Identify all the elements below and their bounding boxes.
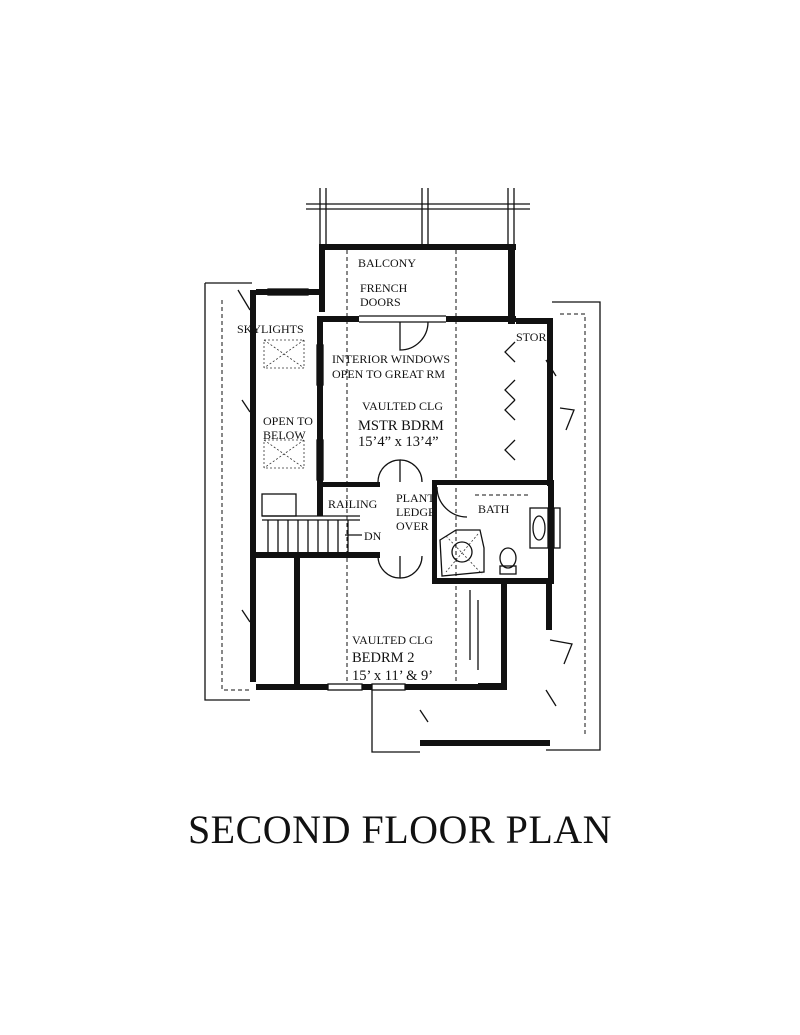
label-open-to-below-1: OPEN TO [263,414,313,428]
label-bedroom2-ceiling: VAULTED CLG [352,633,433,647]
label-railing: RAILING [328,497,378,511]
label-open-to-below-2: BELOW [263,428,306,442]
closet-doors [469,341,516,670]
label-balcony: BALCONY [358,256,416,270]
entry-porch [371,690,429,753]
left-roof-edge [204,282,252,701]
toilet-icon [499,547,517,569]
label-plant-ledge-1: PLANT [396,491,435,505]
label-french-doors-2: DOORS [360,295,401,309]
label-master-size: 15’4” x 13’4” [358,434,439,450]
label-skylights: SKYLIGHTS [237,322,304,336]
windows [267,288,561,691]
bath-fixtures [439,507,549,577]
label-plant-ledge-2: LEDGE [396,505,435,519]
label-dn: DN [364,529,382,543]
balcony-railing [306,188,530,246]
walls [250,244,554,746]
stair [261,493,362,552]
french-doors [359,315,446,351]
ceiling-lines [346,250,530,684]
right-roof-edge [545,301,601,751]
label-bedroom2-name: BEDRM 2 [352,650,414,666]
label-interior-windows-1: INTERIOR WINDOWS [332,352,450,366]
plant-ledge-doors [377,459,468,579]
label-french-doors-1: FRENCH [360,281,408,295]
label-stor: STOR [516,330,546,344]
label-bath: BATH [478,502,510,516]
plan-title: SECOND FLOOR PLAN [187,807,613,852]
sink-icon [532,515,546,541]
label-plant-ledge-3: OVER [396,519,429,533]
label-master-name: MSTR BDRM [358,418,444,434]
label-interior-windows-2: OPEN TO GREAT RM [332,367,445,381]
label-bedroom2-size: 15’ x 11’ & 9’ [352,668,433,684]
skylight-icon [263,339,305,469]
label-master-ceiling: VAULTED CLG [362,399,443,413]
